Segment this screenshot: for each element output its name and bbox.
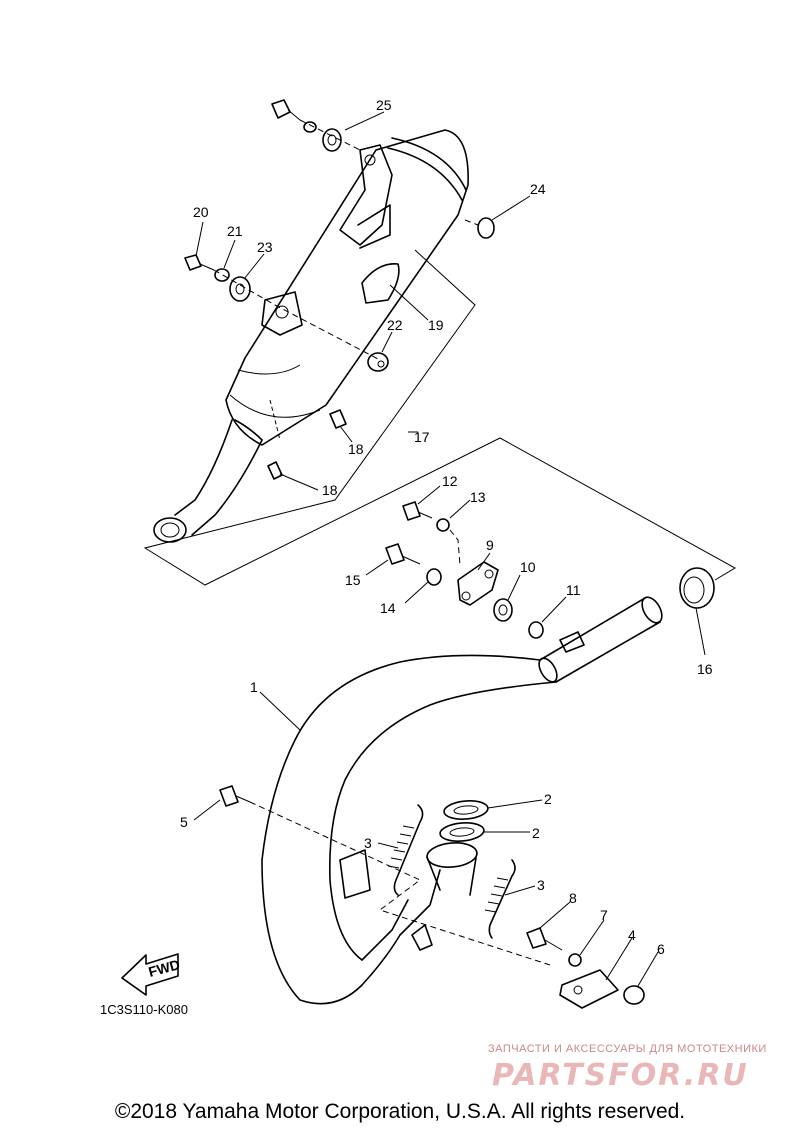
- callout-12: 12: [442, 473, 458, 489]
- callout-3-left: 3: [364, 835, 372, 851]
- callout-10: 10: [520, 559, 536, 575]
- gasket-16: [679, 567, 715, 609]
- springs-3: [387, 804, 516, 939]
- callout-7: 7: [600, 907, 608, 923]
- callout-25: 25: [376, 97, 392, 113]
- callout-15: 15: [345, 572, 361, 588]
- callout-8: 8: [569, 890, 577, 906]
- callout-21: 21: [227, 223, 243, 239]
- callout-9: 9: [486, 537, 494, 553]
- callout-22: 22: [387, 317, 403, 333]
- callout-2-upper: 2: [544, 791, 552, 807]
- collar-22: [367, 352, 389, 372]
- watermark-logo: PARTSFOR.RU: [492, 1058, 749, 1093]
- callout-24: 24: [530, 181, 546, 197]
- callout-11: 11: [566, 582, 581, 598]
- callout-14: 14: [380, 600, 396, 616]
- silencer-assembly-17: [143, 129, 737, 586]
- collar-24: [464, 217, 495, 239]
- bracket-4-collar-6-washer-7-bolt-8: [526, 927, 645, 1009]
- callout-19: 19: [428, 317, 444, 333]
- callout-2-lower: 2: [532, 825, 540, 841]
- bolt-25: [271, 99, 361, 152]
- watermark-tagline: ЗАПЧАСТИ И АКСЕССУАРЫ ДЛЯ МОТОТЕХНИКИ: [488, 1043, 767, 1055]
- gaskets-2: [439, 800, 489, 842]
- callout-17: 17: [414, 429, 430, 445]
- screws-18: [267, 409, 347, 480]
- callout-18-lower: 18: [322, 482, 338, 498]
- callout-labels: 25 24 20 21 23 22 19 18 17 18 12 13 9 15…: [180, 97, 713, 987]
- callout-3-right: 3: [537, 877, 545, 893]
- bolt-20-washer-21-grommet-23: [184, 254, 381, 361]
- callout-6: 6: [657, 941, 665, 957]
- callout-20: 20: [193, 204, 209, 220]
- callout-18-upper: 18: [348, 441, 364, 457]
- exhaust-pipe-1: [261, 596, 663, 1005]
- bolt-5: [219, 785, 551, 966]
- fwd-label: FWD: [147, 956, 182, 980]
- callout-13: 13: [470, 489, 486, 505]
- callout-23: 23: [257, 239, 273, 255]
- copyright-notice: ©2018 Yamaha Motor Corporation, U.S.A. A…: [114, 1100, 686, 1123]
- callout-16: 16: [697, 661, 713, 677]
- callout-1: 1: [250, 679, 258, 695]
- callout-5: 5: [180, 814, 188, 830]
- fwd-arrow-icon: FWD: [121, 953, 182, 996]
- callout-4: 4: [628, 927, 636, 943]
- diagram-code: 1C3S110-K080: [100, 1002, 188, 1017]
